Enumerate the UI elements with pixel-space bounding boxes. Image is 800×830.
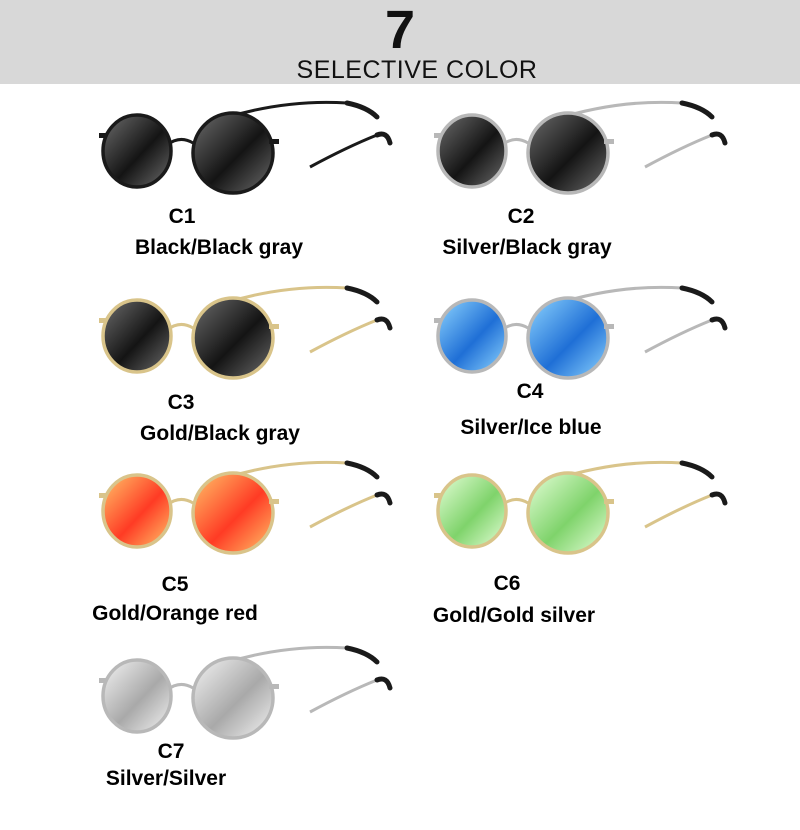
variant-c6: C6 Gold/Gold silver	[420, 455, 750, 645]
temple-tip-icon	[374, 676, 393, 691]
header-banner: 7 SELECTIVE COLOR	[0, 0, 800, 84]
right-lens-icon	[191, 296, 275, 380]
temple-tip-icon	[679, 285, 715, 305]
sunglasses-c7-icon	[99, 645, 393, 740]
variant-code: C4	[516, 380, 544, 403]
sunglasses-c4-icon	[434, 285, 728, 380]
temple-tip-icon	[344, 645, 380, 665]
temple-tip-icon	[374, 316, 393, 331]
temple-tip-icon	[374, 491, 393, 506]
variant-c5: C5 Gold/Orange red	[85, 455, 415, 645]
variant-name: Gold/Orange red	[92, 602, 258, 625]
left-lens-icon	[436, 473, 508, 549]
variant-code: C6	[493, 572, 521, 595]
temple-tip-icon	[679, 460, 715, 480]
variant-name: Silver/Silver	[105, 767, 227, 790]
sunglasses-c3-icon	[99, 285, 393, 380]
variant-c2: C2 Silver/Black gray	[420, 95, 750, 285]
left-lens-icon	[101, 473, 173, 549]
header-title: SELECTIVE COLOR	[296, 56, 538, 84]
temple-tip-icon	[344, 100, 380, 120]
temple-tip-icon	[709, 316, 728, 331]
variant-c3: C3 Gold/Black gray	[85, 280, 415, 470]
left-lens-icon	[101, 298, 173, 374]
variant-name: Black/Black gray	[134, 236, 304, 259]
variant-c1: C1 Black/Black gray	[85, 95, 415, 285]
sunglasses-c2-icon	[434, 100, 728, 195]
variant-name: Gold/Black gray	[140, 422, 300, 445]
temple-tip-icon	[679, 100, 715, 120]
temple-tip-icon	[344, 285, 380, 305]
sunglasses-c1-icon	[99, 100, 393, 195]
variant-code: C1	[168, 205, 196, 228]
left-lens-icon	[101, 658, 173, 734]
right-lens-icon	[191, 471, 275, 555]
sunglasses-c5-icon	[99, 460, 393, 555]
variant-name: Silver/Ice blue	[460, 416, 602, 439]
variant-code: C3	[167, 391, 195, 414]
header-number: 7	[384, 0, 416, 60]
left-lens-icon	[436, 298, 508, 374]
right-lens-icon	[191, 656, 275, 740]
temple-tip-icon	[709, 131, 728, 146]
variant-name: Gold/Gold silver	[432, 604, 596, 627]
right-lens-icon	[526, 296, 610, 380]
right-lens-icon	[191, 111, 275, 195]
temple-tip-icon	[709, 491, 728, 506]
right-lens-icon	[526, 471, 610, 555]
variant-name: Silver/Black gray	[442, 236, 612, 259]
variant-code: C7	[157, 740, 185, 763]
left-lens-icon	[436, 113, 508, 189]
variant-code: C5	[161, 573, 189, 596]
left-lens-icon	[101, 113, 173, 189]
variant-c7: C7 Silver/Silver	[85, 640, 415, 830]
right-lens-icon	[526, 111, 610, 195]
sunglasses-c6-icon	[434, 460, 728, 555]
temple-tip-icon	[374, 131, 393, 146]
variant-code: C2	[507, 205, 535, 228]
temple-tip-icon	[344, 460, 380, 480]
variant-c4: C4 Silver/Ice blue	[420, 280, 750, 470]
